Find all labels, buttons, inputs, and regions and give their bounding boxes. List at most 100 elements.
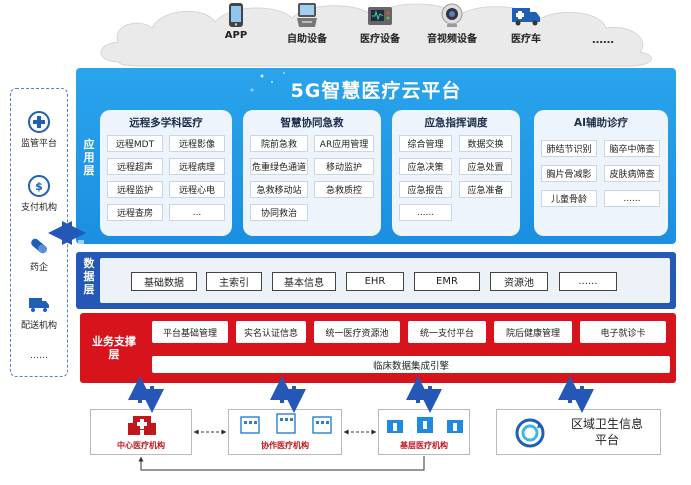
institution-central: 中心医疗机构 — [90, 409, 192, 455]
truck-icon — [28, 293, 50, 315]
service-cell: 急救质控 — [314, 181, 374, 198]
device-cloud: APP 自助设备 医疗设备 音视频设备 — [0, 0, 691, 72]
data-cell: 资源池 — [490, 272, 548, 291]
pill-icon — [28, 235, 50, 257]
service-cell: ...... — [604, 190, 660, 207]
service-cell: 肺结节识别 — [541, 140, 597, 157]
platform-title: 5G智慧医疗云平台 — [290, 80, 462, 102]
card-title: 远程多学科医疗 — [129, 117, 203, 129]
service-cell: 胸片骨减影 — [541, 165, 597, 182]
clinic-group-icon — [240, 413, 332, 434]
cloud-platform: 5G智慧医疗云平台 应用层 远程多学科医疗 远程MDT 远程影像 远程超声 远程… — [76, 68, 676, 244]
device-medical: 医疗设备 — [340, 2, 420, 45]
org-label: 配送机构 — [20, 321, 57, 331]
biz-cell: 平台基础管理 — [152, 321, 228, 343]
biz-cell: 实名认证信息 — [236, 321, 306, 343]
org-label: 药企 — [29, 263, 48, 273]
device-label: 自助设备 — [287, 34, 327, 45]
service-cell: 远程查房 — [107, 204, 163, 221]
ambulance-icon — [512, 8, 540, 26]
device-app: APP — [196, 2, 276, 41]
phone-icon — [229, 3, 243, 27]
data-cell: EHR — [346, 272, 404, 291]
service-cell: 协同救治 — [250, 204, 308, 221]
coin-icon: $ — [28, 175, 50, 197]
data-cell: 主索引 — [206, 272, 262, 291]
service-cell: 远程超声 — [107, 158, 163, 175]
service-cell: 急救移动站 — [250, 181, 308, 198]
service-cell: 应急决策 — [399, 158, 452, 175]
service-cell: 皮肤病筛查 — [604, 165, 660, 182]
data-cell: 基础数据 — [131, 272, 197, 291]
org-payment: $ 支付机构 — [11, 175, 67, 213]
service-cell: 脑卒中筛查 — [604, 140, 660, 157]
card-title: AI辅助诊疗 — [573, 117, 629, 129]
service-cell: AR应用管理 — [314, 135, 374, 152]
biz-cell: 电子就诊卡 — [580, 321, 666, 343]
device-label: 医疗设备 — [360, 34, 400, 45]
data-layer-inner: 基础数据 主索引 基本信息 EHR EMR 资源池 ...... — [100, 258, 670, 303]
service-cell: ...... — [399, 204, 452, 221]
card-title: 智慧协同急救 — [280, 117, 344, 129]
institution-label: 中心医疗机构 — [117, 441, 165, 450]
org-label: 支付机构 — [20, 203, 57, 213]
service-cell: 应急报告 — [399, 181, 452, 198]
device-av: 音视频设备 — [412, 2, 492, 45]
data-cell: 基本信息 — [272, 272, 336, 291]
device-label: 医疗车 — [511, 34, 541, 45]
kiosk-icon — [297, 3, 317, 27]
card-emergency-command: 应急指挥调度 综合管理 数据交换 应急决策 应急处置 应急报告 应急准备 ...… — [392, 110, 520, 236]
service-cell: ... — [169, 204, 225, 221]
service-cell: 数据交换 — [459, 135, 512, 152]
device-kiosk: 自助设备 — [267, 2, 347, 45]
sync-icon — [515, 418, 545, 448]
external-orgs-panel: 监管平台 $ 支付机构 药企 配送机构 …… — [10, 88, 68, 377]
biz-cell: 统一支付平台 — [408, 321, 486, 343]
card-remote-mdt: 远程多学科医疗 远程MDT 远程影像 远程超声 远程病理 远程监护 远程心电 远… — [100, 110, 232, 236]
institution-collaborative: 协作医疗机构 — [228, 409, 342, 455]
card-emergency-care: 智慧协同急救 院前急救 AR应用管理 危重绿色通道 移动监护 急救移动站 急救质… — [243, 110, 381, 236]
service-cell: 院前急救 — [250, 135, 308, 152]
service-cell: 移动监护 — [314, 158, 374, 175]
data-integration-engine: 临床数据集成引擎 — [152, 356, 670, 373]
service-cell: 远程MDT — [107, 135, 163, 152]
data-layer: 数据层 基础数据 主索引 基本信息 EHR EMR 资源池 ...... — [76, 252, 676, 309]
orgs-more: …… — [30, 351, 48, 361]
service-cell: 儿童骨龄 — [541, 190, 597, 207]
hospital-icon — [128, 416, 156, 435]
service-cell: 应急处置 — [459, 158, 512, 175]
data-cell: ...... — [559, 272, 617, 291]
service-cell: 综合管理 — [399, 135, 452, 152]
devices-more: …… — [592, 33, 614, 46]
device-ambulance: 医疗车 — [486, 2, 566, 45]
biz-layer-label: 业务支撑层 — [92, 335, 136, 361]
service-cell: 远程影像 — [169, 135, 225, 152]
service-cell: 应急准备 — [459, 181, 512, 198]
service-cell: 远程监护 — [107, 181, 163, 198]
institution-primary: 基层医疗机构 — [378, 409, 470, 455]
biz-cell: 统一医疗资源池 — [314, 321, 400, 343]
primary-clinic-icon — [387, 417, 463, 433]
cross-shield-icon — [28, 111, 50, 133]
service-cell: 远程病理 — [169, 158, 225, 175]
biz-cell: 院后健康管理 — [494, 321, 572, 343]
service-cell: 危重绿色通道 — [250, 158, 308, 175]
medical-device-icon — [368, 7, 392, 25]
org-pharma: 药企 — [11, 235, 67, 273]
device-label: 音视频设备 — [427, 34, 477, 45]
org-label: 监管平台 — [20, 139, 57, 149]
service-cell: 远程心电 — [169, 181, 225, 198]
device-label: APP — [224, 30, 248, 41]
institution-label: 基层医疗机构 — [400, 441, 448, 450]
camera-icon — [441, 3, 463, 27]
card-ai-diagnosis: AI辅助诊疗 肺结节识别 脑卒中筛查 胸片骨减影 皮肤病筛查 儿童骨龄 ....… — [534, 110, 668, 236]
org-delivery: 配送机构 — [11, 293, 67, 331]
data-cell: EMR — [414, 272, 480, 291]
institution-label: 协作医疗机构 — [261, 441, 309, 450]
card-title: 应急指挥调度 — [424, 117, 488, 129]
org-regulator: 监管平台 — [11, 111, 67, 149]
data-layer-label: 数据层 — [83, 257, 95, 296]
app-layer-label: 应用层 — [83, 138, 95, 177]
regional-health-platform: 区域卫生信息平台 — [496, 409, 661, 455]
biz-support-layer: 业务支撑层 平台基础管理 实名认证信息 统一医疗资源池 统一支付平台 院后健康管… — [80, 313, 676, 383]
